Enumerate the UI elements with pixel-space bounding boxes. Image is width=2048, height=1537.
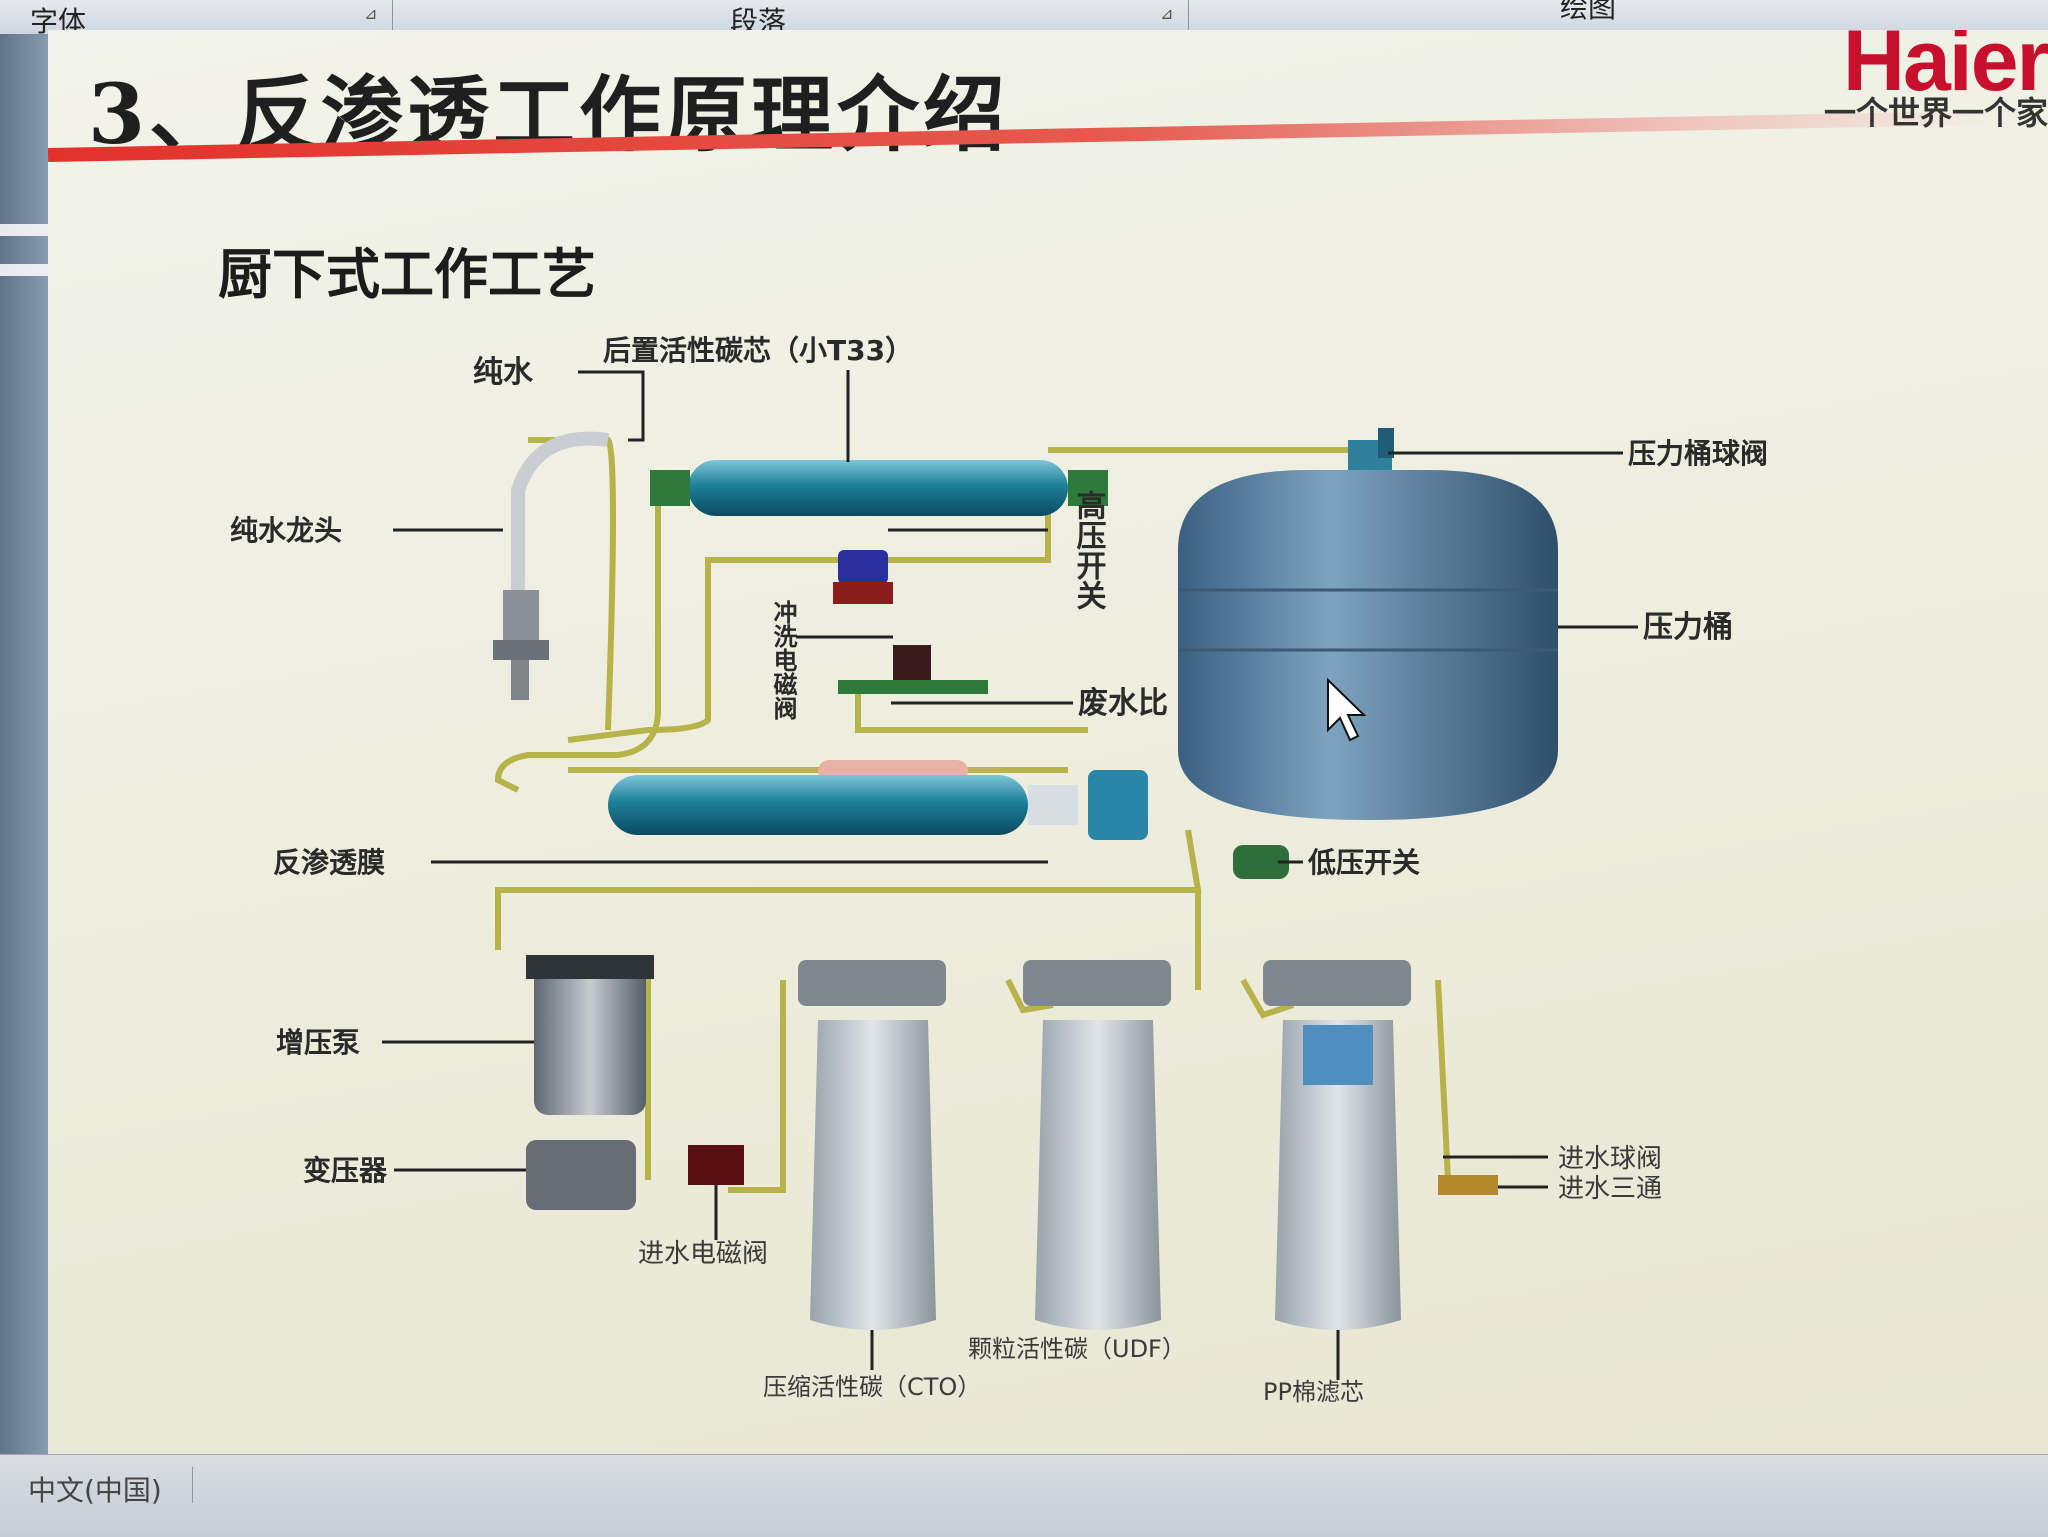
valve-handle (1378, 428, 1394, 458)
flush-valve-fitting (838, 680, 988, 694)
label-inlet-ball-valve: 进水球阀 (1558, 1144, 1662, 1174)
ribbon-divider (1188, 0, 1189, 34)
label-pure-faucet: 纯水龙头 (230, 514, 342, 547)
status-bar: 中文(中国) (0, 1454, 2048, 1537)
inlet-tee (1438, 1175, 1498, 1195)
brand-logo: Haier (1842, 30, 2048, 109)
label-udf: 颗粒活性碳（UDF） (968, 1335, 1186, 1363)
pure-water-faucet (493, 431, 609, 700)
filter-housing-cto (798, 960, 946, 1330)
transformer (526, 1140, 636, 1210)
status-divider (192, 1467, 193, 1503)
label-inlet-tee: 进水三通 (1558, 1174, 1662, 1204)
label-pure-water: 纯水 (473, 355, 534, 390)
booster-pump (526, 955, 654, 1115)
label-post-carbon: 后置活性碳芯（小T33） (603, 334, 913, 367)
water-pipes (494, 437, 1451, 1193)
label-low-pressure-switch: 低压开关 (1307, 846, 1420, 879)
post-carbon-filter (650, 460, 1108, 516)
filter-housing-udf (1023, 960, 1171, 1330)
slide-subtitle[interactable]: 厨下式工作工艺 (218, 242, 596, 306)
dialog-launcher-icon[interactable]: ⊿ (1160, 4, 1174, 23)
leader-lines (382, 370, 1638, 1380)
label-ro-membrane: 反渗透膜 (273, 846, 385, 879)
label-transformer: 变压器 (303, 1154, 388, 1187)
label-pressure-tank-valve: 压力桶球阀 (1628, 437, 1768, 470)
label-inlet-valve: 进水电磁阀 (638, 1239, 768, 1269)
status-language[interactable]: 中文(中国) (28, 1474, 162, 1507)
slide-canvas[interactable]: 3、反渗透工作原理介绍 Haier 一个世界一个家 厨下式工作工艺 (48, 30, 2048, 1460)
high-pressure-switch (833, 550, 893, 604)
dialog-launcher-icon[interactable]: ⊿ (364, 4, 378, 23)
label-pressure-tank: 压力桶 (1643, 610, 1733, 645)
pressure-tank (1178, 470, 1558, 820)
label-high-pressure-switch: 高压开关 (1071, 490, 1107, 610)
flush-solenoid-valve (893, 645, 931, 685)
label-flush-valve: 冲洗电磁阀 (769, 600, 797, 721)
inlet-solenoid-valve (688, 1145, 744, 1185)
ribbon-group-drawing[interactable]: 绘图 (1560, 0, 1617, 24)
ribbon-divider (392, 0, 393, 34)
label-cto: 压缩活性碳（CTO） (763, 1373, 981, 1401)
filter-housing-pp (1263, 960, 1411, 1330)
label-waste-ratio: 废水比 (1078, 686, 1168, 721)
low-pressure-switch (1233, 845, 1289, 879)
mouse-cursor-icon (1327, 677, 1367, 742)
ro-process-diagram: 纯水 后置活性碳芯（小T33） 压力桶球阀 纯水龙头 高压开关 冲洗电磁阀 废水… (230, 334, 1768, 1406)
ro-membrane (608, 770, 1148, 840)
label-pp: PP棉滤芯 (1263, 1378, 1364, 1406)
label-booster-pump: 增压泵 (276, 1026, 360, 1059)
brand-slogan: 一个世界一个家 (1823, 94, 2048, 132)
